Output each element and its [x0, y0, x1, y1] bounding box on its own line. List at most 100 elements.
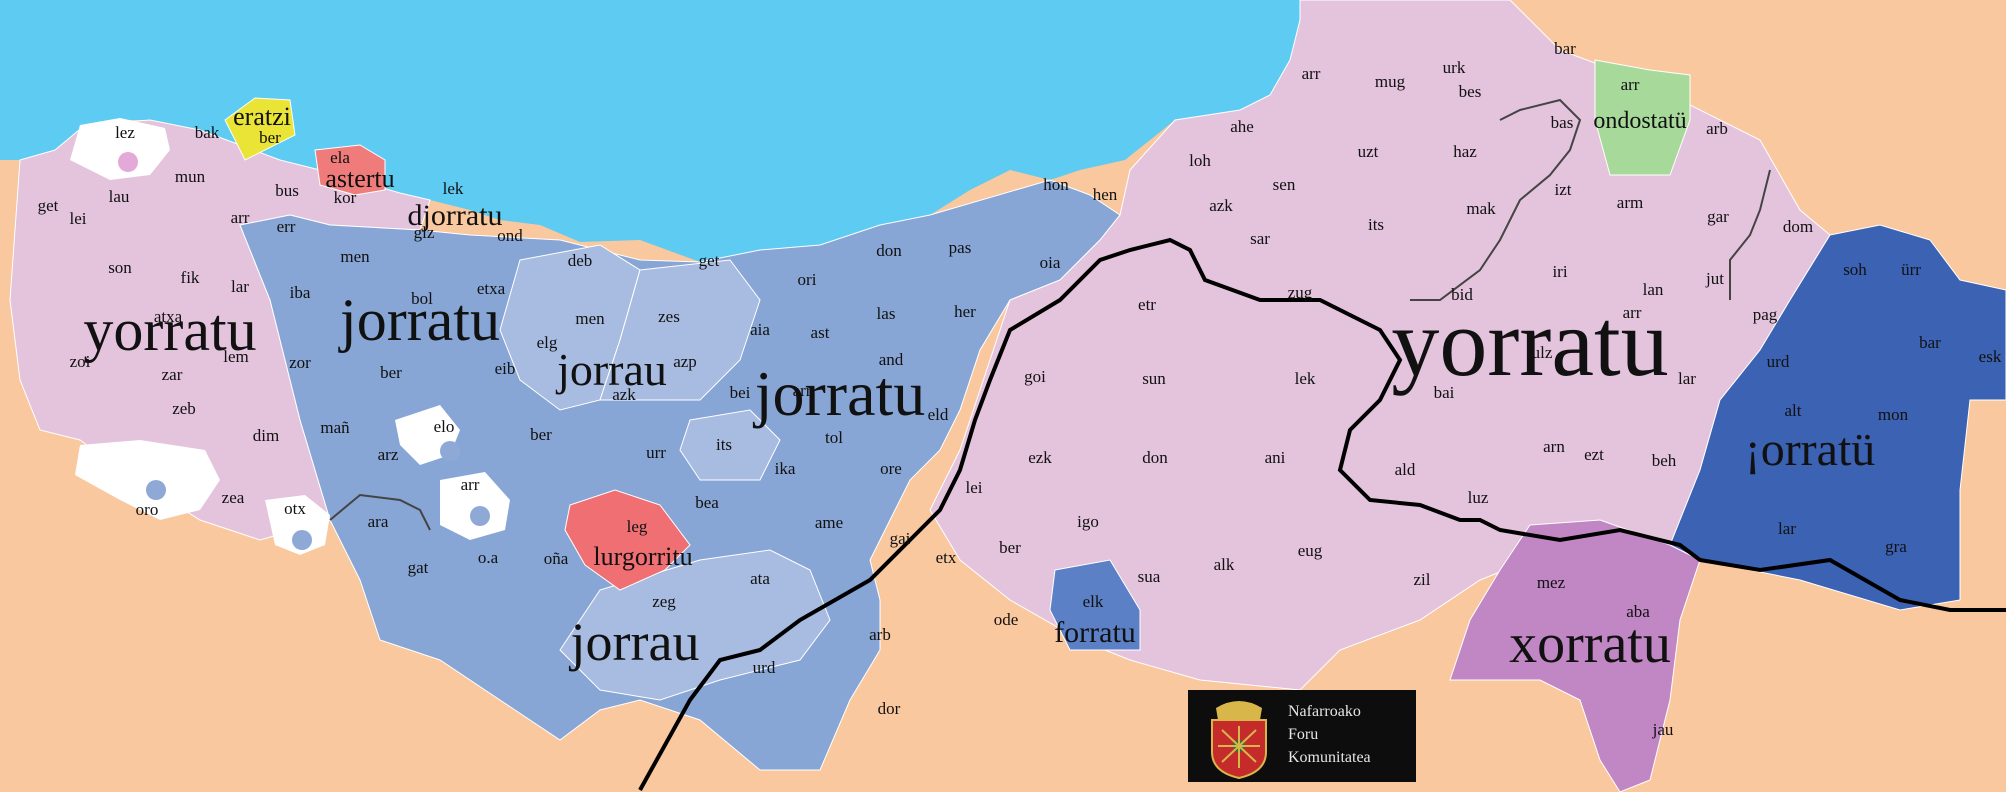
region-jorratu-west: [239, 179, 1121, 771]
abbr-label: gra: [1885, 537, 1907, 556]
abbr-label: her: [954, 302, 976, 321]
abbr-label: mañ: [320, 418, 350, 437]
abbr-label: ber: [259, 128, 281, 147]
abbr-label: fik: [181, 268, 200, 287]
abbr-label: zes: [658, 307, 680, 326]
abbr-label: uzt: [1358, 142, 1379, 161]
coat-of-arms-icon: [1211, 701, 1267, 780]
abbr-label: alt: [1785, 401, 1802, 420]
abbr-label: arr: [1302, 64, 1321, 83]
abbr-label: arz: [378, 445, 399, 464]
abbr-label: lek: [1295, 369, 1316, 388]
abbr-label: gar: [1707, 207, 1729, 226]
abbr-label: arm: [1617, 193, 1643, 212]
abbr-label: eug: [1298, 541, 1323, 560]
word-jorrau-1: jorrau: [555, 344, 667, 395]
abbr-label: dim: [253, 426, 279, 445]
abbr-label: azp: [673, 352, 697, 371]
abbr-label: its: [716, 435, 732, 454]
region-forratu: [1049, 559, 1141, 651]
abbr-label: ore: [880, 459, 902, 478]
abbr-label: zeb: [172, 399, 196, 418]
abbr-label: lek: [443, 179, 464, 198]
word-jorratu-center: jorratu: [753, 358, 926, 429]
abbr-label: atxa: [154, 307, 183, 326]
abbr-label: sua: [1138, 567, 1161, 586]
abbr-label: urr: [646, 443, 666, 462]
abbr-label: bak: [195, 123, 220, 142]
abbr-label: ani: [1265, 448, 1286, 467]
abbr-label: zoi: [70, 352, 91, 371]
abbr-label: loh: [1189, 151, 1211, 170]
abbr-label: ara: [368, 512, 389, 531]
internal-border-3: [329, 493, 431, 531]
abbr-label: arr: [793, 381, 812, 400]
region-eratzi: [224, 97, 296, 161]
abbr-label: lei: [966, 478, 983, 497]
abbr-label: etr: [1138, 295, 1156, 314]
abbr-label: alk: [1214, 555, 1235, 574]
abbr-label: ast: [811, 323, 830, 342]
abbr-label: ori: [798, 270, 817, 289]
abbr-label: lar: [231, 277, 249, 296]
logo-text: Nafarroako Foru Komunitatea: [1288, 700, 1371, 769]
logo-line-3: Komunitatea: [1288, 749, 1371, 766]
region-jorrau-3: [679, 409, 781, 481]
abbr-label: oia: [1040, 253, 1061, 272]
internal-border-1: [1410, 98, 1582, 301]
abbr-label: iba: [290, 283, 311, 302]
abbr-label: and: [879, 350, 904, 369]
abbr-label: lan: [1643, 280, 1664, 299]
abbr-label: bei: [730, 383, 751, 402]
abbr-label: ezt: [1584, 445, 1604, 464]
word-yorratu-east: yorratu: [1391, 289, 1668, 396]
abbr-label: bid: [1451, 285, 1473, 304]
abbr-label: dor: [878, 699, 901, 718]
abbr-label: bai: [1434, 383, 1455, 402]
abbr-label: ode: [994, 610, 1019, 629]
word-forratu: forratu: [1054, 616, 1136, 649]
word-eratzi: eratzi: [233, 102, 291, 131]
abbr-label: arr: [461, 475, 480, 494]
abbr-label: etxa: [477, 279, 506, 298]
abbr-label: igo: [1077, 512, 1099, 531]
navarre-government-logo: Nafarroako Foru Komunitatea: [1188, 690, 1416, 782]
abbr-label: its: [1368, 215, 1384, 234]
abbr-label: mug: [1375, 72, 1406, 91]
abbr-label: deb: [568, 251, 593, 270]
abbr-label: elg: [537, 333, 558, 352]
abbr-label: aia: [750, 320, 770, 339]
abbr-label: don: [1142, 448, 1168, 467]
abbr-label: leg: [627, 517, 648, 536]
abbr-label: glz: [414, 223, 435, 242]
abbr-label: mon: [1878, 405, 1909, 424]
abbr-label: bol: [411, 289, 433, 308]
abbr-label: arn: [1543, 437, 1565, 456]
region-lurgorritu: [564, 489, 691, 591]
enclave-oro: [75, 440, 220, 520]
abbr-label: ela: [330, 148, 350, 167]
abbr-label: haz: [1453, 142, 1477, 161]
abbr-label: tol: [825, 428, 843, 447]
abbr-label: luz: [1468, 488, 1489, 507]
abbr-label: mun: [175, 167, 206, 186]
abbr-label: gai: [890, 529, 911, 548]
abbreviation-labels: lez bak ber ela kor bus mun get lei lau …: [38, 39, 2002, 739]
abbr-label: oro: [136, 500, 159, 519]
abbr-label: lez: [115, 123, 135, 142]
marker-dot: [146, 480, 166, 500]
abbr-label: izt: [1555, 180, 1572, 199]
abbr-label: las: [877, 304, 896, 323]
abbr-label: lar: [1678, 369, 1696, 388]
internal-border-2: [1729, 169, 1771, 300]
word-yorratu-west: yorratu: [83, 297, 256, 363]
abbr-label: etx: [936, 548, 957, 567]
abbr-label: goi: [1024, 367, 1046, 386]
abbr-label: beh: [1652, 451, 1677, 470]
abbr-label: err: [277, 217, 296, 236]
abbr-label: aba: [1626, 602, 1650, 621]
abbr-label: pag: [1753, 305, 1778, 324]
abbr-label: sun: [1142, 369, 1166, 388]
word-ondostatu: ondostatü: [1593, 108, 1686, 134]
